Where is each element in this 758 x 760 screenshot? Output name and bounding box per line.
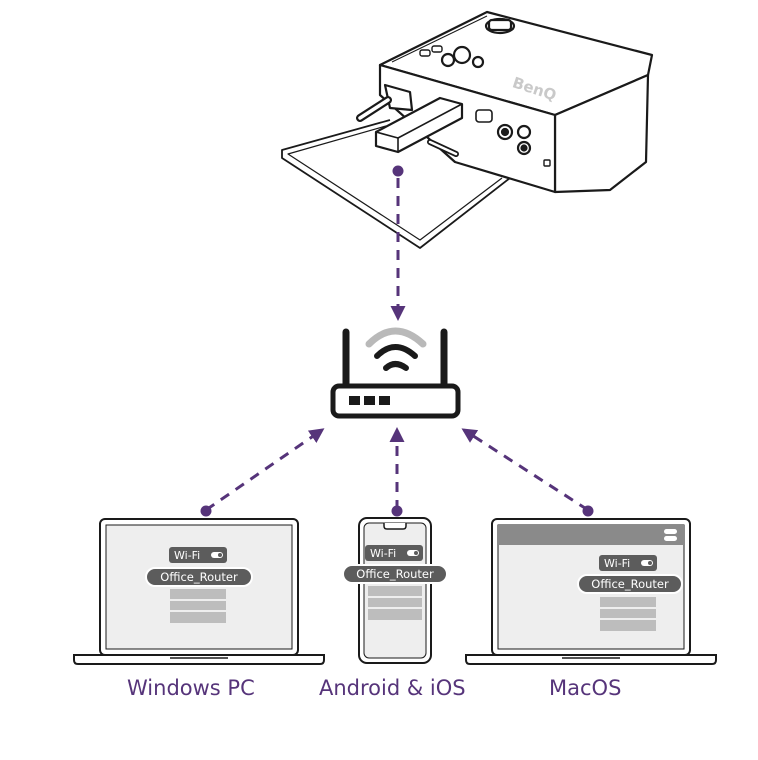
router-icon	[330, 327, 461, 419]
link-mac-router	[461, 428, 589, 512]
mac-network-name: Office_Router	[591, 577, 669, 591]
macos-label: MacOS	[549, 676, 622, 700]
wireless-dongle-icon	[374, 96, 464, 157]
mobile-network-name: Office_Router	[356, 567, 434, 581]
android-ios-label: Android & iOS	[319, 676, 466, 700]
windows-laptop: Wi-Fi Office_Router	[73, 518, 325, 665]
windows-network-name: Office_Router	[160, 570, 238, 584]
mac-wifi-label: Wi-Fi	[604, 557, 630, 570]
projector-icon: BenQ	[281, 10, 654, 249]
mobile-device: Wi-Fi Office_Router	[342, 517, 448, 664]
connection-dots	[200, 165, 594, 517]
connection-arrows	[205, 178, 589, 512]
link-windows-router	[205, 428, 325, 512]
windows-pc-label: Windows PC	[127, 676, 255, 700]
wifi-signal-icon	[365, 327, 427, 371]
mobile-wifi-label: Wi-Fi	[370, 547, 396, 560]
windows-wifi-label: Wi-Fi	[174, 549, 200, 562]
mac-laptop: Wi-Fi Office_Router	[465, 518, 717, 665]
